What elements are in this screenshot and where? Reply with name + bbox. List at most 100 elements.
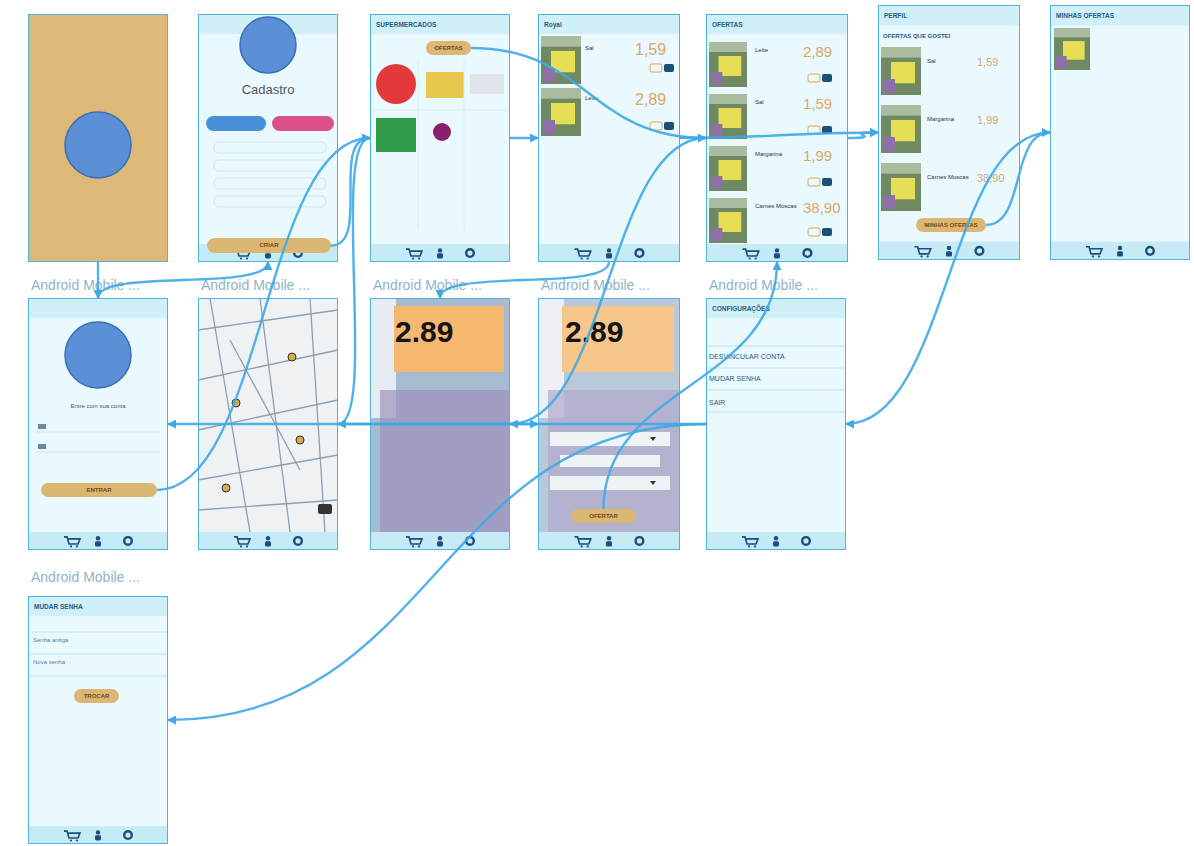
screen-frame: [706, 14, 848, 262]
map-street: [198, 455, 338, 480]
map-bg: [198, 298, 338, 532]
screen-text: Nova senha: [33, 659, 65, 666]
screen-text: PERFIL: [884, 12, 907, 19]
input-line: [36, 452, 160, 453]
input-icon: [38, 424, 46, 429]
flow-connector: [848, 133, 878, 139]
screen-text: Leite: [585, 95, 598, 102]
screen-text: 1,59: [977, 56, 998, 69]
screen-text: Carnes Moscas: [927, 174, 969, 181]
screen-text: Cadastro: [199, 83, 337, 98]
screen-text: Entre com sua conta: [29, 403, 167, 410]
map-street: [260, 298, 290, 532]
screen-frame: [706, 298, 846, 550]
tag-icon: [822, 178, 832, 186]
photo-fade: [370, 298, 510, 532]
photo-thumb: [881, 163, 921, 211]
screen-text: 1,99: [803, 147, 832, 164]
screen-text: MUDAR SENHA: [709, 375, 761, 383]
map-pin: [232, 399, 240, 407]
screen-frame: [1050, 5, 1190, 260]
facebook-pill: [206, 116, 266, 131]
map-street: [198, 500, 338, 510]
tag-icon: [808, 228, 820, 236]
grid-line: [418, 60, 419, 230]
flow-connector: [97, 262, 99, 298]
stores-screen: SUPERMERCADOSAndroid Mobile ...OFERTAS: [370, 14, 510, 262]
action-button: OFERTAS: [426, 41, 471, 55]
screen-text: 1,99: [977, 114, 998, 127]
screen-text: Android Mobile ...: [201, 277, 310, 293]
store-logo: [376, 118, 416, 152]
input-field: [214, 160, 326, 171]
screen-text: Android Mobile ...: [541, 277, 650, 293]
grid-line: [464, 60, 465, 230]
photo-thumb: [881, 105, 921, 153]
map-pin: [222, 484, 230, 492]
screen-text: SAIR: [709, 399, 725, 407]
map-street: [230, 340, 300, 470]
map-street: [310, 298, 325, 532]
screen-frame: [538, 298, 680, 550]
photo-thumb: [709, 94, 747, 139]
screen-text: 38,90: [977, 172, 1005, 185]
input-icon: [38, 444, 46, 449]
screen-text: Sal: [585, 45, 594, 52]
store-logo: [433, 123, 451, 141]
avatar-circle: [65, 322, 131, 388]
photo-thumb: [541, 88, 581, 136]
screen-text: Royal: [544, 21, 562, 28]
tag-icon: [808, 126, 820, 134]
post-offer-screen: 2.89OFERTAR: [538, 298, 680, 550]
tag-icon: [664, 64, 674, 72]
profile-screen: PERFILOFERTAS QUE GOSTEISal1,59Margarina…: [878, 5, 1020, 260]
photo-thumb: [709, 146, 747, 191]
flow-connector: [168, 424, 706, 720]
action-button: OFERTAR: [571, 509, 636, 523]
screen-text: DESVINCULAR CONTA: [709, 353, 785, 361]
photo-thumb: [709, 198, 747, 243]
screen-text: OFERTAS: [712, 21, 743, 28]
offers-screen: OFERTASLeite2,89Sal1,59Margarina1,99Carn…: [706, 14, 848, 262]
tag-icon: [650, 122, 662, 130]
screen-text: Sal: [755, 99, 764, 106]
action-button: TROCAR: [74, 689, 119, 703]
form-field: [550, 476, 670, 490]
photo-thumb: [709, 42, 747, 87]
flow-connector: [510, 137, 538, 139]
screen-text: 2.89: [565, 315, 623, 350]
photo-bg: [538, 298, 680, 532]
button-label: OFERTAS: [426, 41, 471, 55]
tag-icon: [822, 228, 832, 236]
list-separator: [706, 390, 846, 391]
dropdown-arrow: [650, 481, 656, 485]
tag-icon: [808, 74, 820, 82]
flow-connector: [986, 133, 1050, 226]
screen-text: Android Mobile ...: [31, 277, 140, 293]
flow-connector: [98, 262, 268, 298]
button-label: ENTRAR: [41, 483, 157, 497]
flow-connector: [846, 133, 1050, 425]
store-logo: [376, 64, 416, 104]
photo-thumb: [541, 36, 581, 84]
photo-screen: 2.89: [370, 298, 510, 550]
store-logo: [470, 74, 504, 94]
screen-frame: [198, 14, 338, 262]
screen-text: Carnes Moscas: [755, 203, 797, 210]
photo-bg: [370, 298, 510, 532]
login-screen: Entre com sua contaAndroid Mobile ...ENT…: [28, 298, 168, 550]
grid-line: [372, 110, 508, 111]
screen-text: MUDAR SENHA: [34, 603, 83, 610]
form-field: [560, 455, 660, 467]
screen-text: 38,90: [803, 199, 841, 216]
camera-icon: [318, 504, 332, 514]
flow-connector: [440, 262, 609, 298]
screen-text: MINHAS OFERTAS: [1056, 12, 1114, 19]
flow-connector: [471, 48, 706, 138]
splash-screen: Android Mobile ...: [28, 14, 168, 262]
list-separator: [28, 654, 168, 655]
tag-icon: [808, 178, 820, 186]
button-label: TROCAR: [74, 689, 119, 703]
action-button: MINHAS OFERTAS: [916, 218, 986, 232]
dropdown-arrow: [650, 437, 656, 441]
